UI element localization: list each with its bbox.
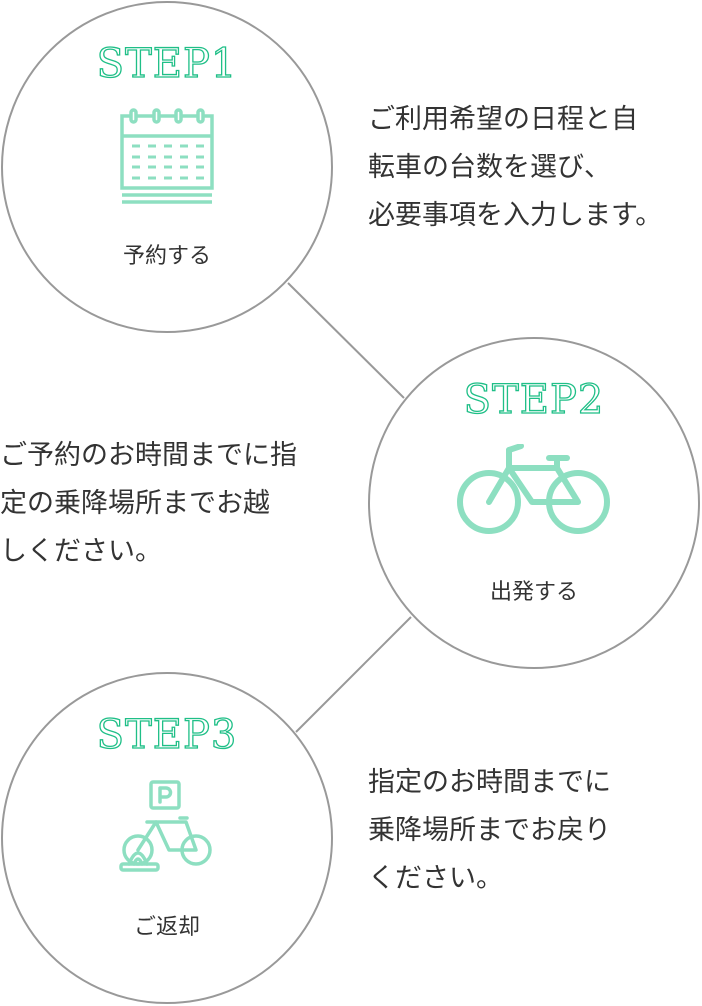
step3-description: 指定のお時間までに 乗降場所までお戻り ください。 [368, 767, 611, 894]
bicycle-icon [457, 443, 611, 544]
step2-description: ご予約のお時間までに指 定の乗降場所までお越 しください。 [0, 440, 297, 567]
calendar-icon [119, 108, 215, 208]
step2-title: STEP2 [463, 376, 605, 423]
step3-title: STEP3 [96, 711, 238, 758]
step2-label: 出発する [489, 580, 578, 605]
step1-title: STEP1 [96, 40, 238, 87]
bicycle-parking-icon [119, 780, 215, 880]
step1-label: 予約する [122, 244, 211, 269]
step3-label: ご返却 [133, 915, 200, 940]
step3-circle: STEP3 ご返却 [1, 672, 333, 1004]
step1-circle: STEP1 予約する [1, 1, 333, 333]
step2-circle: STEP2 出発する [368, 337, 700, 669]
step1-description: ご利用希望の日程と自 転車の台数を選び、 必要事項を入力します。 [368, 104, 663, 231]
